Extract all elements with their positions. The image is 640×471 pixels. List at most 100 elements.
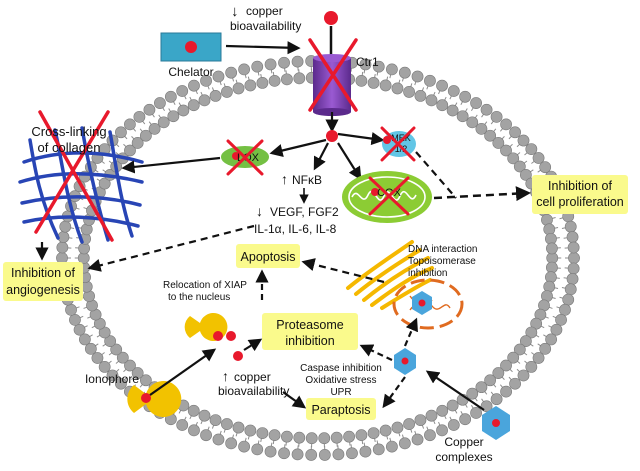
lipid-head: [567, 273, 578, 284]
lipid-head: [546, 243, 557, 254]
lipid-head: [188, 80, 199, 91]
chelator-copper-dot: [185, 41, 197, 53]
lipid-head: [399, 438, 410, 449]
lipid-head: [526, 361, 537, 372]
dna-label-1: DNA interaction: [408, 244, 477, 255]
lipid-head: [386, 64, 397, 75]
copper-bioavailability-top-1: copper: [246, 4, 283, 18]
apoptosis-label: Apoptosis: [241, 250, 296, 264]
copper-bioavailability-bottom-2: bioavailability: [218, 384, 289, 398]
lipid-head: [540, 343, 551, 354]
arrow-to-mek: [338, 134, 382, 140]
lipid-head: [426, 95, 437, 106]
lipid-head: [491, 394, 502, 405]
lipid-head: [333, 449, 344, 460]
lipid-head: [306, 449, 317, 460]
lipid-head: [79, 334, 90, 345]
paraptosis-label: Paraptosis: [311, 403, 370, 417]
lipid-head: [448, 85, 459, 96]
lipid-head: [565, 221, 576, 232]
ionophore-entry-arrow: [150, 350, 214, 395]
ionophore-outside: [127, 381, 181, 417]
lipid-head: [380, 425, 391, 436]
lipid-head: [491, 111, 502, 122]
lipid-head: [412, 434, 423, 445]
lipid-head: [460, 414, 471, 425]
lipid-head: [380, 80, 391, 91]
lipid-head: [403, 86, 414, 97]
lipid-head: [501, 119, 512, 130]
lipid-head: [555, 314, 566, 325]
lipid-head: [278, 448, 289, 459]
free-copper-dot-1: [213, 331, 223, 341]
lipid-head: [245, 425, 256, 436]
lipid-head: [124, 119, 135, 130]
ctr1-transporter: [313, 11, 351, 116]
proteasome-label-1: Proteasome: [276, 318, 343, 332]
lipid-head: [356, 75, 367, 86]
free-copper-dot-2: [226, 331, 236, 341]
lipid-head: [533, 152, 544, 163]
lipid-head: [415, 90, 426, 101]
lipid-head: [292, 56, 303, 67]
lipid-head: [437, 405, 448, 416]
lipid-head: [178, 105, 189, 116]
lipid-head: [233, 83, 244, 94]
nucleus-complex-copper-dot: [419, 300, 426, 307]
complex-to-proteasome-arrow: [362, 346, 392, 360]
lipid-head: [265, 59, 276, 70]
lipid-head: [233, 422, 244, 433]
lipid-head: [257, 77, 268, 88]
lipid-head: [199, 410, 210, 421]
lipid-head: [226, 67, 237, 78]
proliferation-label-2: cell proliferation: [536, 195, 624, 209]
lipid-head: [168, 111, 179, 122]
lipid-head: [74, 324, 85, 335]
lipid-head: [392, 422, 403, 433]
lipid-head: [567, 231, 578, 242]
cox-to-proliferation-arrow: [434, 193, 528, 198]
lipid-head: [448, 419, 459, 430]
angiogenesis-label-2: angiogenesis: [6, 283, 80, 297]
lipid-head: [518, 135, 529, 146]
up-arrow-symbol-bottom: ↑: [222, 368, 229, 384]
lipid-head: [343, 431, 354, 442]
lipid-head: [226, 438, 237, 449]
ionophore-copper-dot: [141, 393, 151, 403]
proliferation-label-1: Inhibition of: [548, 179, 612, 193]
lipid-head: [373, 444, 384, 455]
cytokines-label-1: VEGF, FGF2: [270, 205, 339, 219]
lipid-head: [399, 67, 410, 78]
lipid-head: [294, 73, 305, 84]
caspase-label-2: Oxidative stress: [305, 375, 376, 386]
lipid-head: [319, 449, 330, 460]
angiogenesis-label-1: Inhibition of: [11, 266, 75, 280]
lipid-head: [447, 400, 458, 411]
cytokines-to-angiogenesis-arrow: [90, 226, 254, 268]
lipid-head: [346, 448, 357, 459]
lipid-head: [294, 432, 305, 443]
lipid-head: [559, 304, 570, 315]
lipid-head: [115, 127, 126, 138]
copper-complexes-label-2: complexes: [435, 450, 492, 464]
lipid-head: [221, 418, 232, 429]
lipid-head: [460, 91, 471, 102]
complex-to-paraptosis-arrow: [384, 377, 405, 406]
lipid-head: [165, 91, 176, 102]
caspase-label-1: Caspase inhibition: [300, 363, 382, 374]
lipid-head: [177, 85, 188, 96]
proteasome-label-2: inhibition: [285, 334, 334, 348]
dna-label-2: Topoisomerase: [408, 256, 476, 267]
lipid-head: [269, 430, 280, 441]
cross-linking-label-2: of collagen: [38, 140, 101, 155]
copper-to-paraptosis-arrow: [283, 392, 304, 407]
lipid-head: [245, 80, 256, 91]
lipid-head: [278, 57, 289, 68]
xiap-label-2: to the nucleus: [168, 292, 230, 303]
lipid-head: [60, 221, 71, 232]
lipid-head: [58, 231, 69, 242]
lipid-head: [568, 242, 579, 253]
lipid-head: [518, 370, 529, 381]
nfkb-label: NFκB: [292, 173, 322, 187]
